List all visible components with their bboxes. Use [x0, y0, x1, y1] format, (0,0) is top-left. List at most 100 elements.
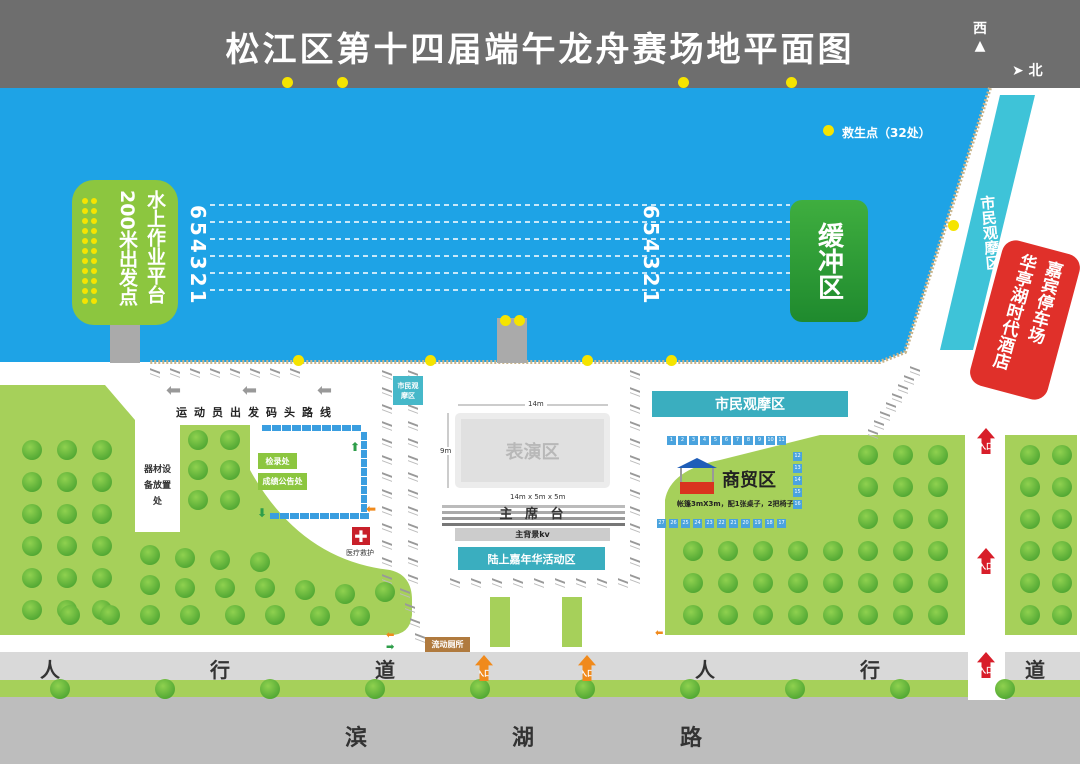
buoy-dot-icon [91, 288, 97, 294]
rescue-dot-icon [500, 315, 511, 326]
tree-icon [1020, 445, 1040, 465]
route-marker [352, 425, 361, 431]
tree-icon [188, 430, 208, 450]
mobile-toilet: 流动厕所 [425, 637, 470, 652]
sidewalk-label: 行 [210, 658, 230, 682]
booth: 10 [766, 436, 775, 445]
tree-icon [823, 541, 843, 561]
booth: 21 [729, 519, 738, 528]
booth: 1 [667, 436, 676, 445]
tree-icon [57, 536, 77, 556]
tree-icon [858, 573, 878, 593]
tree-icon [1052, 509, 1072, 529]
tent-icon [677, 458, 717, 494]
route-marker [270, 513, 279, 519]
route-marker [312, 425, 321, 431]
tree-icon [1052, 445, 1072, 465]
stage-width-label: 14m [525, 400, 547, 408]
tree-icon [1052, 605, 1072, 625]
buoy-dot-icon [82, 288, 88, 294]
tree-icon [893, 541, 913, 561]
route-arrow-left-icon: ⬅ [166, 380, 182, 401]
tree-icon [753, 541, 773, 561]
buoy-dot-icon [91, 298, 97, 304]
buoy-dot-icon [91, 248, 97, 254]
tree-icon [22, 536, 42, 556]
booth: 9 [755, 436, 764, 445]
tree-icon [858, 445, 878, 465]
tree-icon [928, 477, 948, 497]
buoy-dot-icon [82, 218, 88, 224]
tree-icon [858, 541, 878, 561]
tree-icon [140, 605, 160, 625]
booth: 12 [793, 452, 802, 461]
tree-icon [22, 504, 42, 524]
entrance-arrow-icon: ⬅ [386, 630, 395, 641]
route-marker [361, 504, 367, 512]
sidewalk-label: 道 [375, 658, 395, 682]
booth: 11 [777, 436, 786, 445]
rescue-dot-icon [582, 355, 593, 366]
page-title: 松江区第十四届端午龙舟赛场地平面图 [225, 30, 855, 70]
booth: 17 [777, 519, 786, 528]
route-marker [292, 425, 301, 431]
green-block-2 [562, 597, 582, 647]
booth: 2 [678, 436, 687, 445]
tree-icon [220, 460, 240, 480]
entrance-sign-icon: 入口 [475, 655, 493, 681]
tree-icon [180, 605, 200, 625]
stage-size-label: 14m x 5m x 5m [510, 493, 566, 501]
tree-icon [893, 445, 913, 465]
tree-icon [22, 472, 42, 492]
booth: 4 [700, 436, 709, 445]
entrance-sign-icon: 入口 [977, 428, 995, 454]
tree-icon [335, 584, 355, 604]
main-stand-stripes [442, 505, 625, 526]
booth: 23 [705, 519, 714, 528]
route-marker [330, 513, 339, 519]
rescue-dot-icon [678, 77, 689, 88]
booth: 14 [793, 476, 802, 485]
tree-icon [100, 605, 120, 625]
rescue-dot-icon [282, 77, 293, 88]
route-marker [272, 425, 281, 431]
route-marker [320, 513, 329, 519]
tree-icon [220, 430, 240, 450]
tree-icon [260, 679, 280, 699]
tree-icon [155, 679, 175, 699]
buoy-dot-icon [82, 278, 88, 284]
tree-icon [785, 679, 805, 699]
rescue-dot-icon [293, 355, 304, 366]
buoy-dot-icon [91, 198, 97, 204]
booth: 18 [765, 519, 774, 528]
buoy-dot-icon [82, 238, 88, 244]
tree-icon [893, 605, 913, 625]
check-in-desk: 检录处 [258, 453, 297, 469]
buoy-dot-icon [91, 218, 97, 224]
route-marker [340, 513, 349, 519]
main-backdrop: 主背景kv [455, 528, 610, 541]
tree-icon [575, 679, 595, 699]
rescue-dot-icon [425, 355, 436, 366]
legend-dot-icon [823, 125, 834, 136]
compass-north: ➤ 北 [1012, 63, 1043, 79]
rescue-dot-icon [514, 315, 525, 326]
tree-icon [57, 440, 77, 460]
tree-icon [683, 541, 703, 561]
tree-icon [718, 573, 738, 593]
race-lanes [210, 204, 790, 291]
tree-icon [928, 541, 948, 561]
tree-icon [1020, 541, 1040, 561]
tree-icon [92, 568, 112, 588]
tree-icon [175, 548, 195, 568]
exit-arrow-down-icon: ⬇ [257, 506, 268, 520]
booth: 13 [793, 464, 802, 473]
booth: 27 [657, 519, 666, 528]
rescue-dot-icon [666, 355, 677, 366]
tree-icon [140, 545, 160, 565]
sidewalk-label: 行 [860, 658, 880, 682]
buoy-dot-icon [82, 298, 88, 304]
entrance-arrow-right-icon: ⬅ [655, 628, 664, 639]
booth: 6 [722, 436, 731, 445]
